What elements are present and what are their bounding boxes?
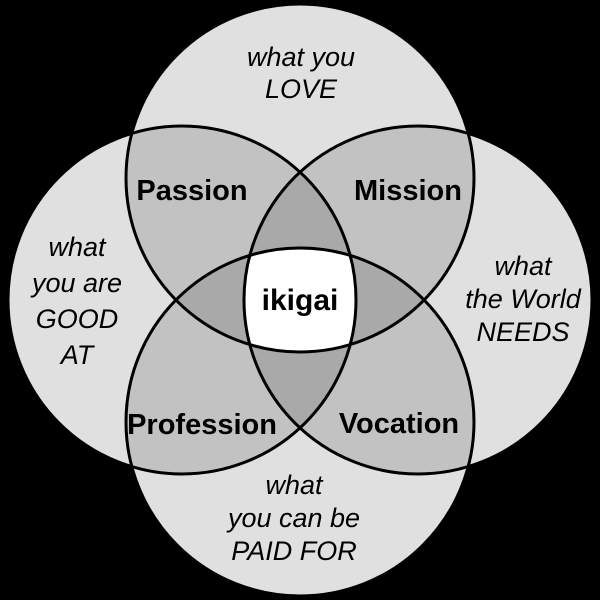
caption-love-line1: what you [247, 42, 355, 72]
caption-paid-for-line3: PAID FOR [231, 536, 357, 566]
caption-good-at: what you are GOOD AT [30, 232, 122, 370]
outline-love [124, 2, 476, 354]
label-mission: Mission [354, 175, 462, 207]
caption-needs-line1: what [494, 251, 553, 281]
caption-good-at-line4: AT [59, 340, 96, 370]
caption-love-line2: LOVE [265, 74, 338, 104]
caption-good-at-line2: you are [30, 268, 122, 298]
caption-paid-for-line2: you can be [226, 503, 360, 533]
caption-good-at-line1: what [48, 232, 107, 262]
caption-needs-line2: the World [465, 284, 582, 314]
outline-good-at [6, 124, 358, 476]
outline-paid-for [124, 246, 476, 598]
label-passion: Passion [136, 175, 247, 207]
label-vocation: Vocation [339, 408, 459, 440]
caption-paid-for-line1: what [265, 470, 324, 500]
caption-paid-for: what you can be PAID FOR [226, 470, 360, 566]
caption-needs: what the World NEEDS [465, 251, 582, 347]
label-profession: Profession [127, 409, 277, 441]
caption-needs-line3: NEEDS [476, 317, 569, 347]
circle-outlines [6, 2, 594, 598]
caption-good-at-line3: GOOD [36, 304, 119, 334]
outline-needs [242, 124, 594, 476]
caption-love: what you LOVE [247, 42, 355, 104]
label-ikigai: ikigai [262, 284, 339, 317]
